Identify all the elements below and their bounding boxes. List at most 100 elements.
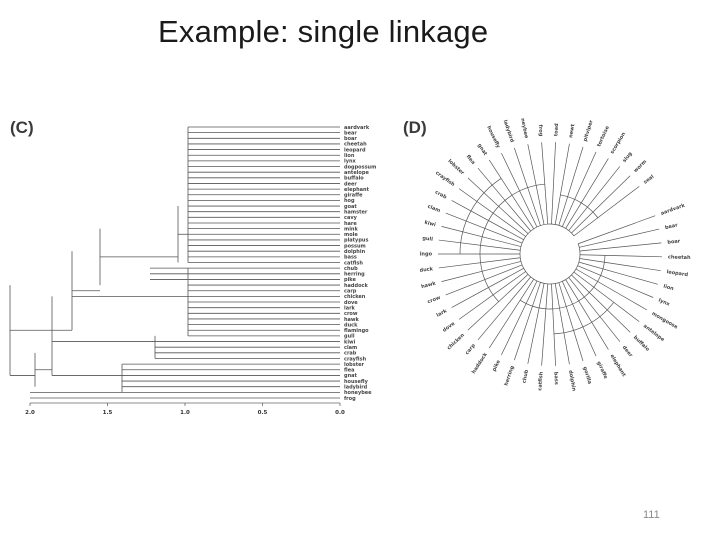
dendrogram-circular: aardvarkbearboarcheetahleopardlionlynxmo… xyxy=(420,118,691,392)
leaf-label: hare xyxy=(344,221,357,227)
leaf-label: dolphin xyxy=(567,370,577,392)
leaf-label: gull xyxy=(422,236,434,243)
leaf-label: ladybird xyxy=(344,385,368,391)
leaf-label: giraffe xyxy=(595,361,608,381)
leaf-label: hawk xyxy=(421,281,438,291)
axis-tick-label: 2.0 xyxy=(25,410,35,416)
leaf-label: crab xyxy=(434,189,448,200)
leaf-label: hawk xyxy=(344,317,360,323)
radial-branch xyxy=(568,166,621,231)
leaf-label: lark xyxy=(344,305,356,311)
leaf-label: dolphin xyxy=(344,249,366,255)
leaf-label: bass xyxy=(344,255,357,261)
radial-branch xyxy=(568,277,621,342)
leaf-label: antelope xyxy=(642,323,666,343)
arc-branch xyxy=(519,223,581,285)
radial-branch xyxy=(513,147,541,226)
leaf-label: lion xyxy=(344,153,355,159)
leaf-label: aardvark xyxy=(344,125,370,131)
leaf-label: aardvark xyxy=(660,202,686,216)
panel-d-label: (D) xyxy=(403,118,427,137)
arc-branch xyxy=(479,183,545,302)
radial-branch xyxy=(527,283,545,364)
leaf-label: deer xyxy=(344,181,357,187)
leaf-label: carp xyxy=(344,289,357,295)
radial-branch xyxy=(467,177,529,234)
radial-branch xyxy=(579,258,661,272)
leaf-label: elephant xyxy=(609,353,627,378)
leaf-label: crayfish xyxy=(434,170,456,188)
leaf-label: slug xyxy=(622,151,634,164)
leaf-label: flea xyxy=(465,154,476,166)
leaf-label: crow xyxy=(427,295,442,306)
leaf-label: cavy xyxy=(344,215,358,221)
leaf-label: carp xyxy=(464,342,477,356)
leaf-label: leopard xyxy=(666,269,689,278)
leaf-label: possum xyxy=(344,243,366,249)
radial-branch xyxy=(558,146,584,226)
leaf-label: frog xyxy=(344,396,356,402)
leaf-label: dove xyxy=(344,300,358,306)
leaf-label: boar xyxy=(344,136,357,142)
leaf-label: pike xyxy=(491,359,502,373)
radial-branch xyxy=(451,268,524,308)
leaf-label: housefly xyxy=(344,379,369,385)
radial-branch xyxy=(579,228,660,248)
leaf-label: clam xyxy=(427,204,442,214)
leaf-label: flamingo xyxy=(420,252,433,258)
leaf-label: bass xyxy=(552,372,559,385)
leaf-label: catfish xyxy=(344,260,363,266)
page-number: 111 xyxy=(643,509,660,521)
radial-branch xyxy=(573,271,640,322)
leaf-label: housefly xyxy=(485,125,501,150)
leaf-label: duck xyxy=(420,266,434,274)
leaf-label: clam xyxy=(344,345,357,351)
radial-branch xyxy=(541,142,549,225)
leaf-label: newt xyxy=(568,123,576,138)
leaf-label: herring xyxy=(503,365,515,387)
leaf-label: chicken xyxy=(344,294,366,300)
leaf-label: herring xyxy=(344,272,365,278)
leaf-label: elephant xyxy=(344,187,370,193)
leaf-label: chub xyxy=(521,369,530,384)
leaf-label: scorpion xyxy=(609,131,627,155)
radial-branch xyxy=(558,282,584,362)
radial-branch xyxy=(458,271,526,320)
leaf-label: bear xyxy=(344,130,357,136)
leaf-label: worm xyxy=(633,159,648,174)
axis-tick-label: 0.5 xyxy=(258,410,268,416)
leaf-label: pitviper xyxy=(582,119,594,142)
radial-branch xyxy=(571,175,631,234)
radial-branch xyxy=(579,242,662,252)
leaf-label: duck xyxy=(344,322,358,328)
arc-branch xyxy=(553,302,615,335)
radial-branch xyxy=(562,281,597,357)
leaf-label: lion xyxy=(663,284,675,293)
leaf-label: pike xyxy=(344,277,356,283)
radial-branch xyxy=(575,268,648,311)
leaf-label: lark xyxy=(436,308,449,319)
leaf-label: leopard xyxy=(344,147,366,153)
leaf-label: haddock xyxy=(344,283,368,289)
leaf-label: lobster xyxy=(344,362,364,368)
axis-tick-label: 1.0 xyxy=(180,410,190,416)
arc-branch xyxy=(459,178,502,255)
leaf-label: chub xyxy=(344,266,358,272)
leaf-label: platypus xyxy=(344,238,368,244)
radial-branch xyxy=(578,261,658,285)
leaf-label: tortoise xyxy=(596,125,611,148)
leaf-label: buffalo xyxy=(632,335,651,353)
leaf-label: haddock xyxy=(471,351,489,375)
leaf-label: honeybee xyxy=(344,390,372,396)
radial-branch xyxy=(451,200,524,240)
leaf-label: goat xyxy=(344,204,357,210)
axis-tick-label: 1.5 xyxy=(103,410,113,416)
leaf-label: catfish xyxy=(537,371,544,391)
panel-c-label: (C) xyxy=(10,118,34,137)
radial-branch xyxy=(513,282,541,361)
leaf-label: boar xyxy=(667,238,681,245)
leaf-label: bear xyxy=(664,222,678,231)
radial-branch xyxy=(551,283,556,366)
leaf-label: lynx xyxy=(344,159,357,165)
leaf-label: gull xyxy=(344,334,355,340)
